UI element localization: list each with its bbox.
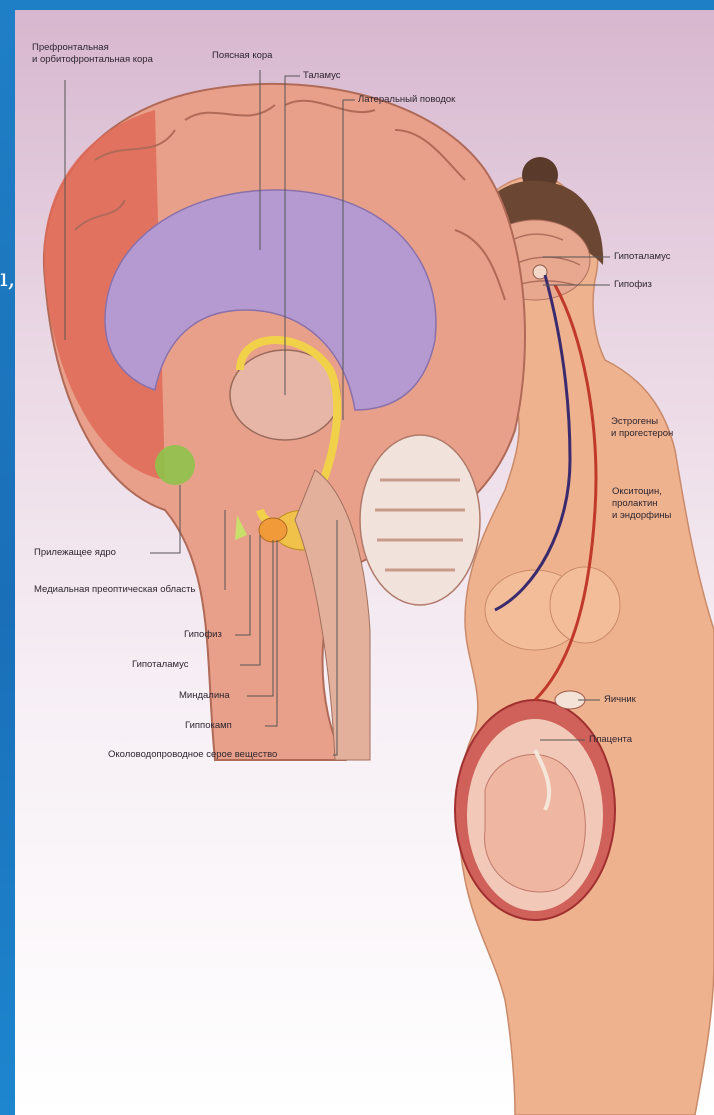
label-hypothalamus-woman: Гипоталамус bbox=[614, 251, 671, 263]
label-hippocampus: Гиппокамп bbox=[185, 720, 232, 732]
label-amygdala: Миндалина bbox=[179, 690, 230, 702]
label-pituitary-woman: Гипофиз bbox=[614, 279, 652, 291]
label-oxytocin-prolactin-endorphins: Окситоцин, пролактин и эндорфины bbox=[612, 486, 671, 522]
label-periaqueductal-gray: Околоводопроводное серое вещество bbox=[108, 749, 277, 761]
label-ovary: Яичник bbox=[604, 694, 636, 706]
label-nucleus-accumbens: Прилежащее ядро bbox=[34, 547, 116, 559]
label-cingulate-cortex: Поясная кора bbox=[212, 50, 272, 62]
brain-sagittal-section bbox=[44, 84, 525, 760]
label-lateral-habenula: Латеральный поводок bbox=[358, 94, 455, 106]
label-medial-preoptic-area: Медиальная преоптическая область bbox=[34, 584, 195, 596]
label-estrogens-progesterone: Эстрогены и прогестерон bbox=[611, 416, 673, 440]
label-placenta: Плацента bbox=[589, 734, 632, 746]
label-pituitary-brain: Гипофиз bbox=[184, 629, 222, 641]
cropped-edge-text: ı, bbox=[0, 264, 15, 292]
label-prefrontal-cortex: Префронтальная и орбитофронтальная кора bbox=[32, 42, 153, 66]
label-hypothalamus-brain: Гипоталамус bbox=[132, 659, 189, 671]
illustration-frame: Префронтальная и орбитофронтальная кора … bbox=[15, 10, 714, 1115]
anatomy-illustration bbox=[15, 10, 714, 1115]
label-thalamus: Таламус bbox=[303, 70, 341, 82]
